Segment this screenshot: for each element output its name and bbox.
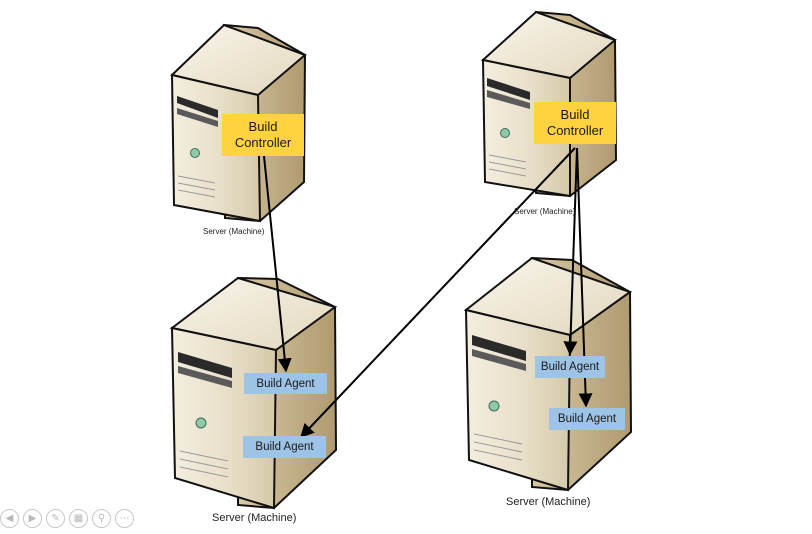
next-icon[interactable]: ▶ bbox=[23, 509, 42, 528]
build-agent-box: Build Agent bbox=[535, 356, 605, 378]
prev-icon[interactable]: ◀ bbox=[0, 509, 19, 528]
server-caption: Server (Machine) bbox=[514, 207, 576, 216]
arrow-controller2-agent3 bbox=[563, 147, 578, 356]
build-agent-box: Build Agent bbox=[244, 373, 327, 394]
build-controller-box: Build Controller bbox=[222, 114, 304, 156]
build-controller-box: Build Controller bbox=[534, 102, 616, 144]
slide-nav-toolbar: ◀ ▶ ✎ ▦ ⚲ ⋯ bbox=[0, 509, 134, 531]
build-agent-box: Build Agent bbox=[549, 408, 625, 430]
server-machine-icon bbox=[169, 23, 307, 223]
arrow-controller2-agent2 bbox=[300, 147, 576, 439]
slides-icon[interactable]: ▦ bbox=[69, 509, 88, 528]
pen-icon[interactable]: ✎ bbox=[46, 509, 65, 528]
server-caption: Server (Machine) bbox=[203, 227, 265, 236]
more-icon[interactable]: ⋯ bbox=[115, 509, 134, 528]
server-caption: Server (Machine) bbox=[506, 496, 591, 508]
server-caption: Server (Machine) bbox=[212, 512, 297, 524]
zoom-icon[interactable]: ⚲ bbox=[92, 509, 111, 528]
arrow-controller1-agent1 bbox=[263, 155, 292, 373]
build-agent-box: Build Agent bbox=[243, 436, 326, 458]
connection-arrows bbox=[263, 147, 593, 439]
